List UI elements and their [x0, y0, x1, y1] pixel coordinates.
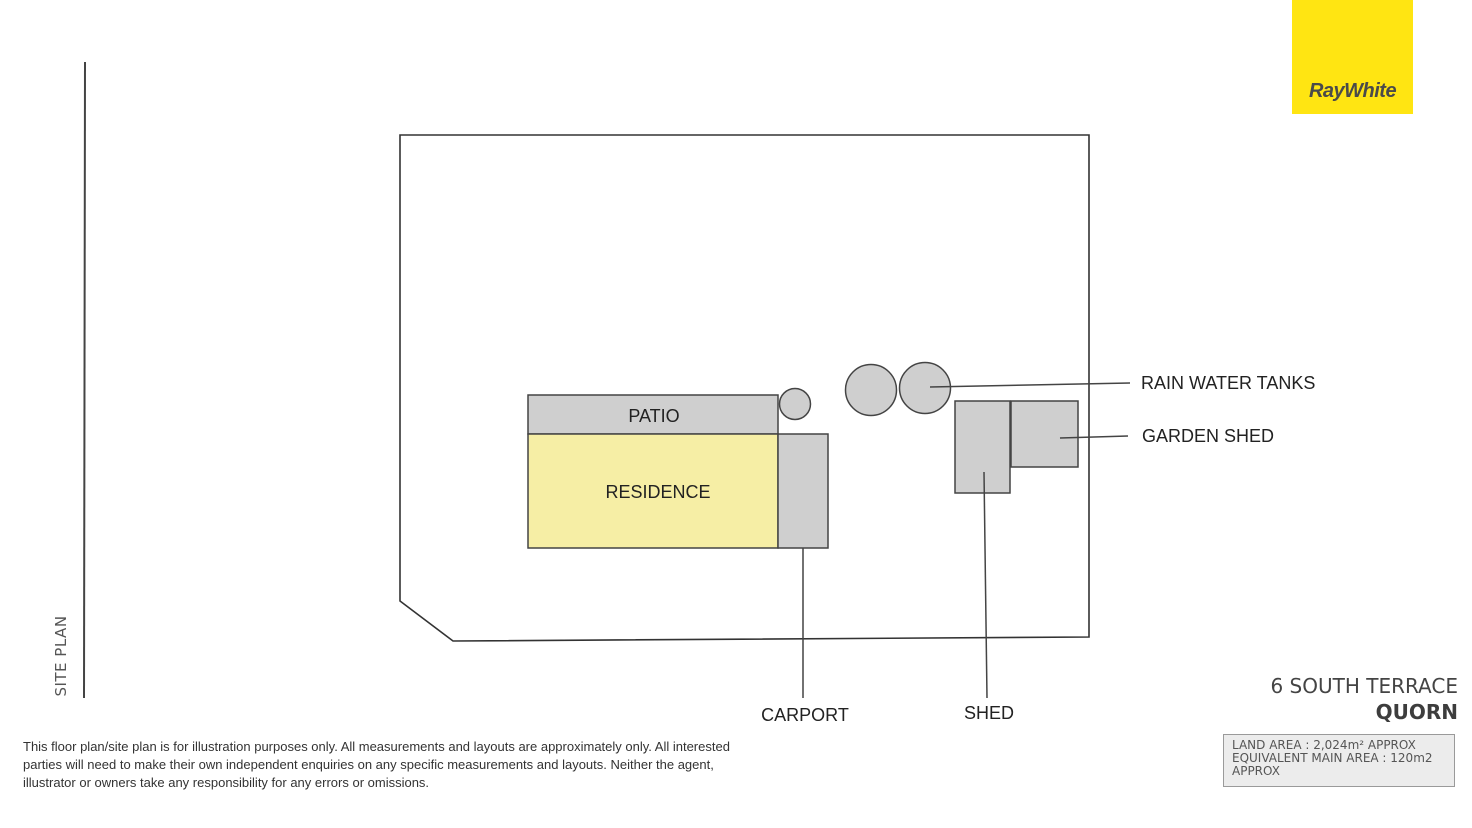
main-area: EQUIVALENT MAIN AREA : 120m2 — [1232, 751, 1433, 765]
lot-boundary — [399, 134, 1090, 642]
garden-shed-leader — [1059, 435, 1129, 439]
carport — [777, 433, 829, 549]
logo-text: RayWhite — [1308, 80, 1397, 102]
residence-label: RESIDENCE — [605, 482, 710, 502]
disclaimer-text: This floor plan/site plan is for illustr… — [23, 739, 730, 790]
small-water-tank — [778, 387, 812, 421]
street-address: 6 SOUTH TERRACE — [1270, 674, 1458, 698]
garden-shed-label: GARDEN SHED — [1142, 426, 1274, 446]
area-info-box: LAND AREA : 2,024m² APPROX EQUIVALENT MA… — [1223, 734, 1455, 787]
residence — [527, 433, 779, 549]
main-area-approx: APPROX — [1232, 764, 1280, 778]
property-address: 6 SOUTH TERRACE QUORN — [1270, 674, 1458, 726]
garden-shed — [1010, 400, 1079, 468]
rain-water-tanks-leader — [929, 382, 1131, 388]
land-area: LAND AREA : 2,024m² APPROX — [1232, 738, 1416, 752]
patio-label: PATIO — [628, 406, 679, 426]
shed-leader — [983, 471, 988, 699]
raywhite-logo: RayWhite — [1292, 0, 1413, 114]
site-plan-rule — [83, 61, 86, 699]
shed — [954, 400, 1011, 494]
rain-water-tank-1 — [844, 363, 898, 417]
rain-water-tank-2 — [898, 361, 952, 415]
suburb: QUORN — [1375, 700, 1458, 724]
carport-label: CARPORT — [761, 705, 849, 725]
shed-label: SHED — [964, 703, 1014, 723]
rain-water-tanks-label: RAIN WATER TANKS — [1141, 373, 1315, 393]
site-plan-title: SITE PLAN — [52, 615, 70, 697]
